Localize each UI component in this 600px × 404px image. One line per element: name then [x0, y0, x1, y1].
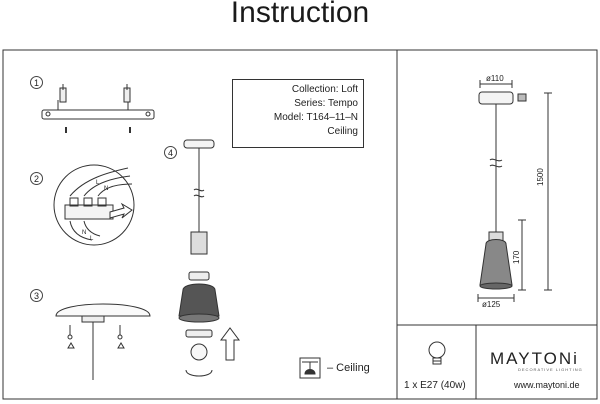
step-marker-4: 4 [164, 146, 177, 159]
canopy-diameter-label: ø110 [486, 74, 504, 83]
brand-tagline: DECORATIVE LIGHTING [518, 367, 583, 372]
shade-height-label: 170 [512, 250, 521, 264]
model-label: Model: T164–11–N [273, 112, 358, 123]
outer-frame [2, 49, 598, 400]
shade-diameter-label: ø125 [482, 300, 501, 309]
step4-pendant-illustration [178, 139, 240, 377]
product-info-box: Collection: Loft Series: Tempo Model: T1… [232, 79, 364, 148]
ceiling-mount-icon [299, 357, 321, 379]
mount-type-label: Ceiling [327, 126, 358, 137]
bulb-spec-label: 1 x E27 (40w) [404, 380, 466, 391]
bulb-icon [428, 341, 446, 365]
step-marker-1: 1 [30, 76, 43, 89]
step3-canopy-illustration [55, 303, 151, 380]
step1-bracket-illustration [41, 84, 155, 133]
wire-label-n-top: N [104, 186, 109, 192]
brand-website: www.maytoni.de [514, 380, 580, 390]
wire-label-n-bottom: N [82, 230, 87, 236]
page-title: Instruction [230, 0, 370, 29]
step2-wiring-illustration [53, 164, 135, 246]
series-label: Series: Tempo [294, 98, 358, 109]
brand-logo: MAYTONi [490, 349, 579, 368]
wire-label-l-bottom: L [90, 236, 94, 242]
step-marker-2: 2 [30, 172, 43, 185]
collection-label: Collection: Loft [291, 84, 358, 95]
total-height-label: 1500 [536, 168, 545, 186]
ceiling-legend-label: – Ceiling [327, 362, 370, 374]
step-marker-3: 3 [30, 289, 43, 302]
dimension-drawing [477, 80, 552, 302]
wire-label-l-top: L [96, 180, 100, 186]
